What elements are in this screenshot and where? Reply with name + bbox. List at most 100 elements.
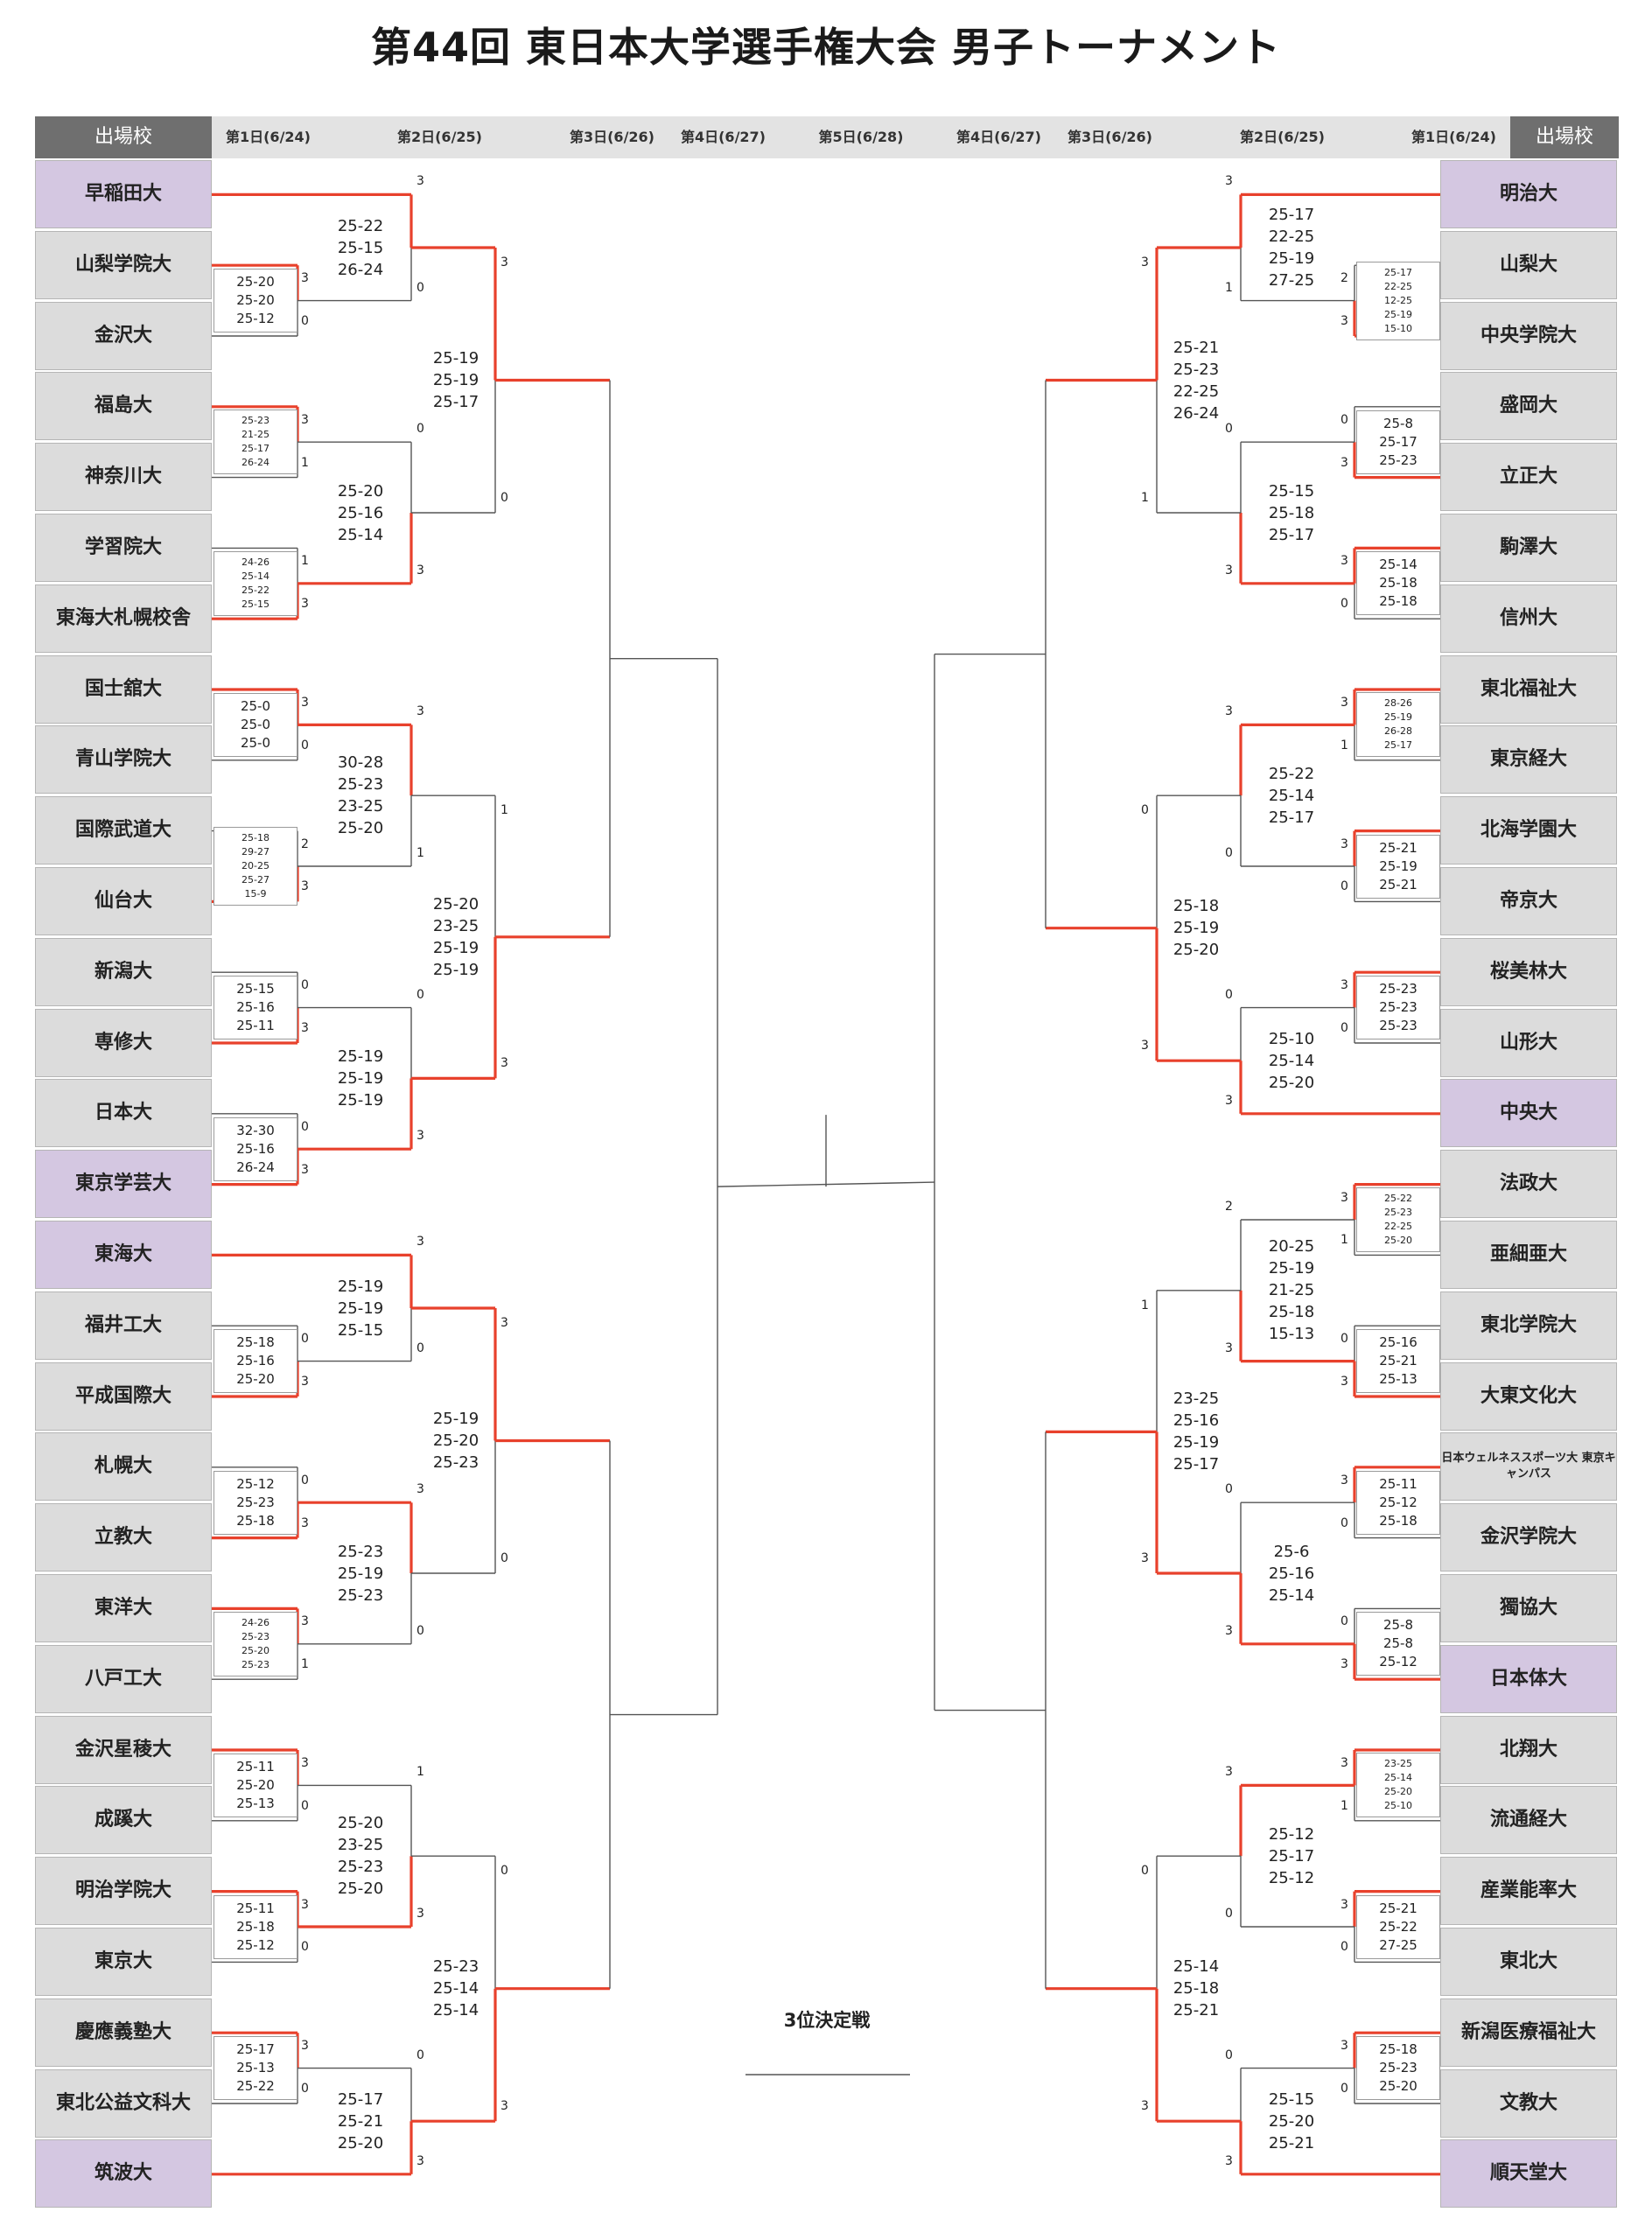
left-r3-sets-b-4: 3 <box>500 2099 508 2114</box>
set-score: 25-17 <box>236 2041 275 2058</box>
right-r1-sets-a-12: 3 <box>1340 1897 1348 1912</box>
right-r2-sets-b-2: 3 <box>1225 563 1233 578</box>
team-left-20: 立教大 <box>35 1503 212 1572</box>
set-score: 25-11 <box>236 1758 275 1774</box>
set-score: 25-16 <box>337 503 384 522</box>
set-score: 26-24 <box>236 1158 275 1175</box>
header-right-round-1: 第1日(6/24) <box>1410 129 1496 145</box>
set-score: 25-15 <box>236 981 275 998</box>
set-score: 25-19 <box>432 371 480 389</box>
set-score: 25-23 <box>1172 360 1220 379</box>
left-r1-sets-a-11: 3 <box>301 1756 309 1770</box>
team-right-9: 東京経大 <box>1440 725 1617 794</box>
set-score: 21-25 <box>242 429 270 441</box>
set-score: 25-19 <box>432 1410 480 1428</box>
set-score: 25-21 <box>1172 338 1220 357</box>
set-score: 26-28 <box>1384 725 1412 738</box>
set-score: 27-25 <box>1379 1936 1418 1953</box>
left-r2-sets-a-1: 3 <box>416 174 424 189</box>
set-score: 21-25 <box>1268 1281 1315 1300</box>
left-r1-sets-a-1: 3 <box>301 271 309 286</box>
set-score: 25-14 <box>1384 1772 1412 1784</box>
set-score: 25-18 <box>1268 503 1315 522</box>
team-left-19: 札幌大 <box>35 1432 212 1502</box>
set-score: 25-17 <box>1379 433 1418 450</box>
set-score: 25-22 <box>1379 1918 1418 1935</box>
set-score: 15-9 <box>244 888 267 900</box>
team-left-6: 学習院大 <box>35 514 212 582</box>
set-score: 25-18 <box>1379 1512 1418 1529</box>
team-left-7: 東海大札幌校舎 <box>35 584 212 653</box>
set-score: 25-21 <box>1379 839 1418 856</box>
set-score: 25-23 <box>337 1586 384 1605</box>
set-score: 29-27 <box>242 846 270 858</box>
set-score: 25-18 <box>1379 2041 1418 2058</box>
set-score: 25-23 <box>432 1957 480 1977</box>
set-score: 25-13 <box>236 1795 275 1811</box>
set-score: 25-19 <box>1384 711 1412 724</box>
team-left-12: 新潟大 <box>35 937 212 1006</box>
left-r1-sets-b-13: 0 <box>301 2082 309 2096</box>
team-right-25: 産業能率大 <box>1440 1857 1617 1926</box>
team-right-24: 流通経大 <box>1440 1786 1617 1855</box>
set-score: 30-28 <box>337 753 384 773</box>
set-score: 25-15 <box>1268 2090 1315 2109</box>
set-score: 25-20 <box>432 1432 480 1450</box>
team-left-3: 金沢大 <box>35 301 212 370</box>
left-r2-sets-a-7: 1 <box>416 1765 424 1780</box>
set-score: 25-0 <box>240 716 271 732</box>
set-score: 25-17 <box>1172 1455 1220 1474</box>
set-score: 25-12 <box>1379 1494 1418 1510</box>
set-score: 25-20 <box>1379 2078 1418 2095</box>
team-right-8: 東北福祉大 <box>1440 654 1617 724</box>
set-score: 25-20 <box>337 481 384 500</box>
set-score: 25-20 <box>1268 2111 1315 2131</box>
set-score: 22-25 <box>1172 382 1220 401</box>
left-r2-sets-b-1: 0 <box>416 280 424 295</box>
set-score: 26-24 <box>1172 403 1220 423</box>
team-left-10: 国際武道大 <box>35 796 212 865</box>
team-left-24: 成蹊大 <box>35 1786 212 1855</box>
set-score: 12-25 <box>1384 294 1412 306</box>
set-score: 25-20 <box>236 1776 275 1793</box>
left-r3-sets-b-2: 3 <box>500 1056 508 1071</box>
set-score: 25-23 <box>236 1494 275 1510</box>
header-left-round-3: 第3日(6/26) <box>569 129 654 145</box>
left-r1-sets-b-4: 0 <box>301 738 309 752</box>
set-score: 27-25 <box>1268 271 1315 290</box>
left-r2-sets-b-2: 3 <box>416 563 424 578</box>
team-right-7: 信州大 <box>1440 584 1617 653</box>
set-score: 25-23 <box>1379 999 1418 1016</box>
team-left-18: 平成国際大 <box>35 1362 212 1431</box>
team-right-15: 法政大 <box>1440 1150 1617 1219</box>
right-r1-sets-a-7: 3 <box>1340 1190 1348 1205</box>
set-score: 25-19 <box>1172 919 1220 938</box>
header-left-round-1: 第1日(6/24) <box>225 129 311 145</box>
set-score: 25-18 <box>242 832 270 844</box>
team-right-21: 獨協大 <box>1440 1574 1617 1642</box>
set-score: 25-19 <box>1268 249 1315 268</box>
left-r1-sets-a-10: 3 <box>301 1614 309 1629</box>
team-left-5: 神奈川大 <box>35 443 212 512</box>
left-r3-sets-a-3: 3 <box>500 1316 508 1330</box>
team-left-16: 東海大 <box>35 1221 212 1289</box>
right-r3-score-1: 25-21 25-23 22-25 26-24 <box>1157 337 1236 424</box>
right-r2-sets-a-3: 3 <box>1225 704 1233 719</box>
set-score: 25-17 <box>432 393 480 411</box>
left-r1-sets-a-13: 3 <box>301 2039 309 2054</box>
set-score: 25-10 <box>1268 1029 1315 1048</box>
